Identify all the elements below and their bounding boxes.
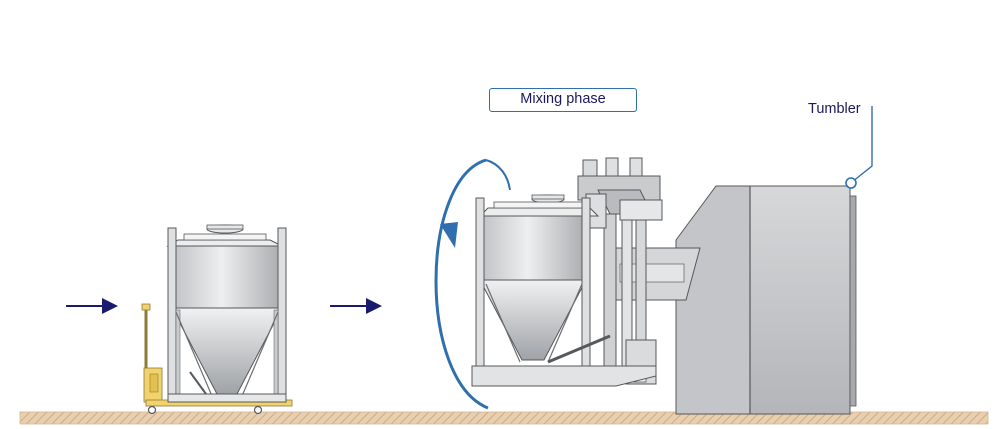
floor bbox=[19, 411, 989, 425]
ibc-container bbox=[166, 224, 287, 403]
arrow-right-icon bbox=[66, 298, 118, 314]
rotation-arrow-icon bbox=[434, 158, 511, 410]
tumbler-machine bbox=[577, 157, 857, 415]
clamped-ibc bbox=[471, 194, 657, 387]
tumbler-callout bbox=[845, 106, 873, 189]
arrow-right-icon bbox=[330, 298, 382, 314]
tumbler-label: Tumbler bbox=[808, 101, 861, 117]
phase-label: Mixing phase bbox=[489, 88, 637, 112]
